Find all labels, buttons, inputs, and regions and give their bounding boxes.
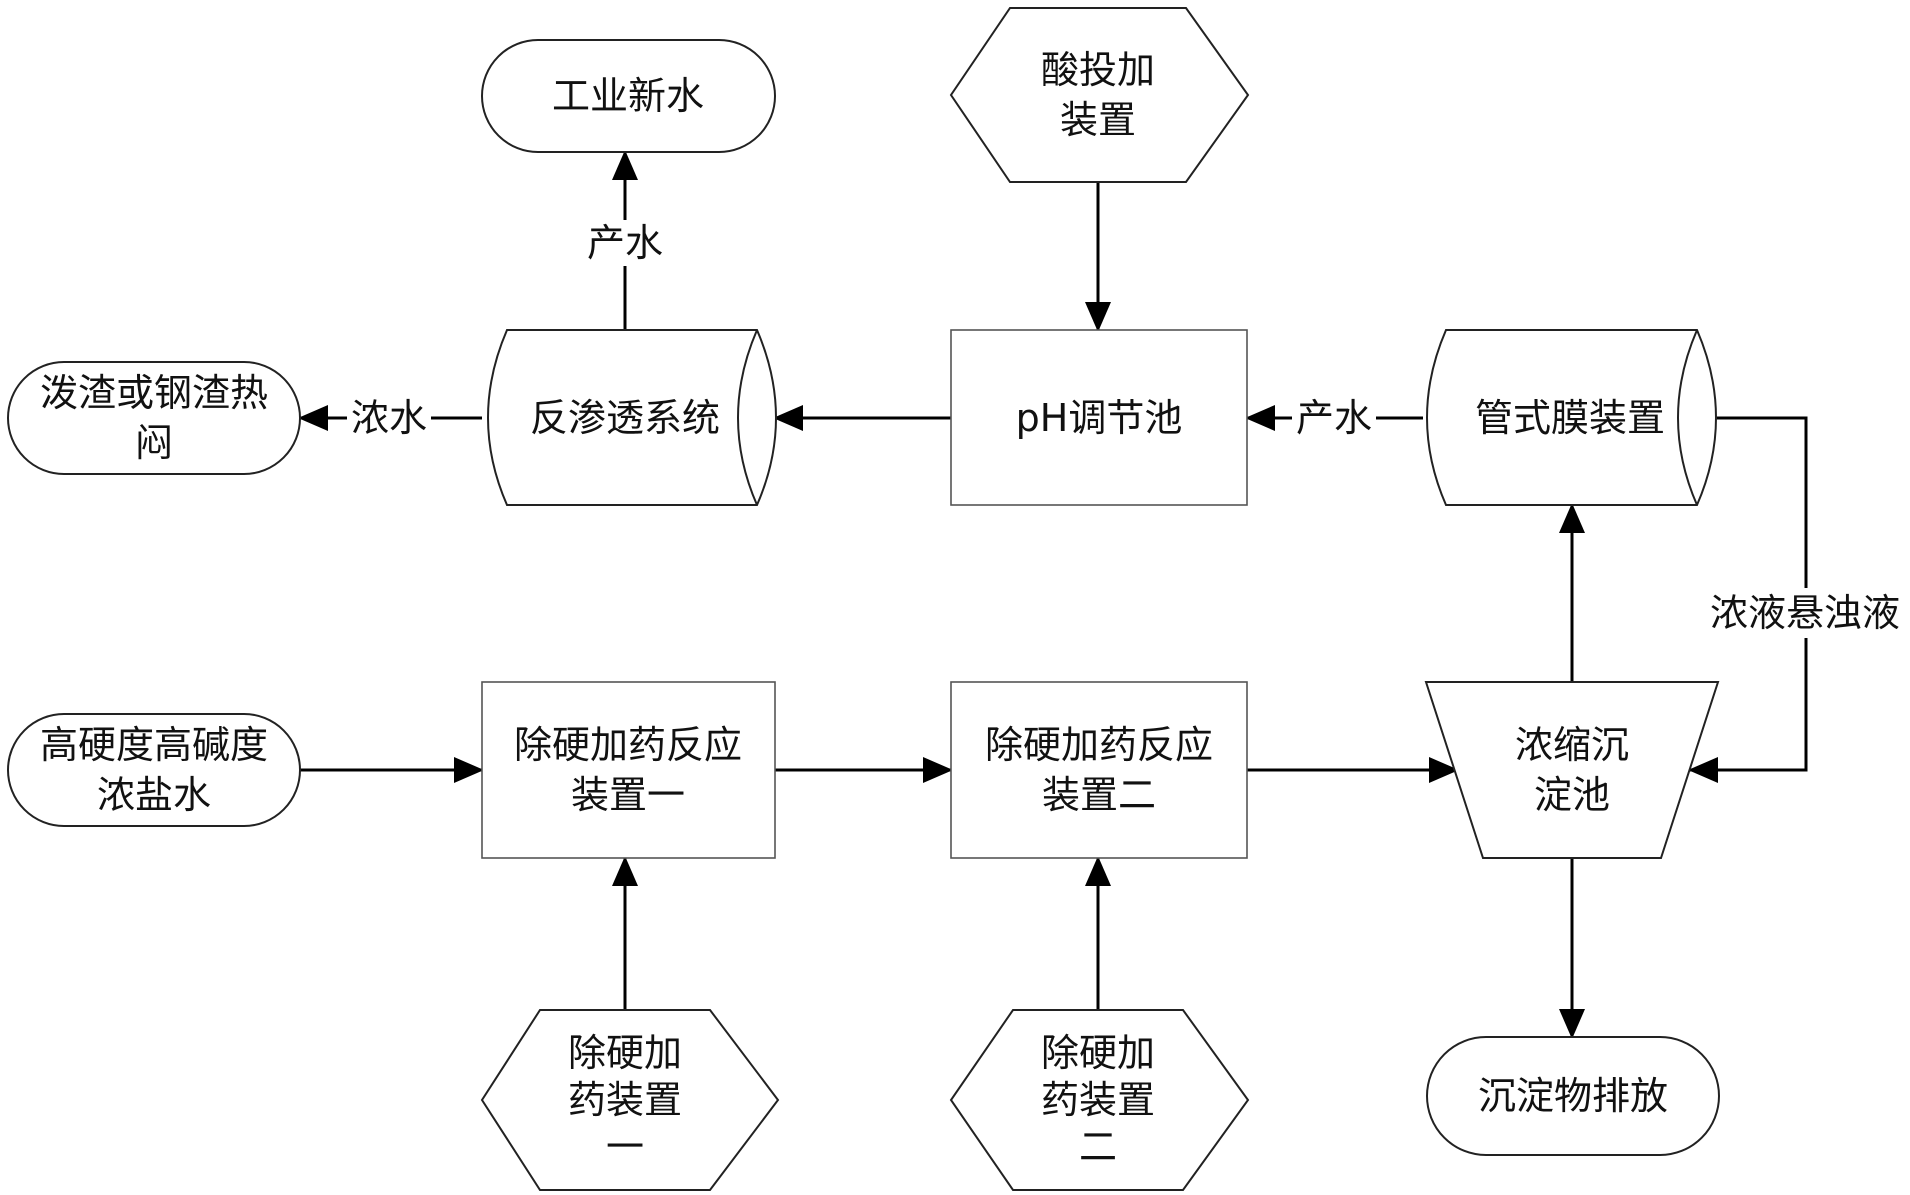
raw-brine-line-1: 高硬度高碱度 <box>40 723 268 767</box>
doser-1-node: 除硬加药装置一 <box>480 1009 780 1191</box>
reactor-1-line-2: 装置一 <box>571 773 685 817</box>
ro-product-label-bg <box>584 220 666 266</box>
reactor-2-label: 除硬加药反应装置二 <box>985 723 1213 817</box>
ph-tank-node: pH调节池 <box>950 329 1248 506</box>
thickener-trapezoid <box>1424 681 1720 859</box>
reactor-1-label: 除硬加药反应装置一 <box>514 723 742 817</box>
slag-quench-node: 泼渣或钢渣热闷 <box>7 361 301 475</box>
doser-1-line-1: 除硬加 <box>568 1031 682 1075</box>
acid-dosing-hexagon <box>949 7 1250 183</box>
membrane-concentrate-label-bg <box>1704 588 1906 638</box>
industrial-water-node: 工业新水 <box>481 39 776 153</box>
slag-quench-line-2: 闷 <box>135 421 173 465</box>
sediment-discharge-line-1: 沉淀物排放 <box>1478 1074 1668 1118</box>
ro-concentrate-label: 浓水 <box>351 396 427 440</box>
membrane-product-label-bg <box>1292 395 1376 441</box>
reactor-2-node: 除硬加药反应装置二 <box>950 681 1248 859</box>
ro-system-label: 反渗透系统 <box>530 396 720 440</box>
slag-quench-terminator <box>7 361 301 475</box>
tubular-membrane-line-1: 管式膜装置 <box>1475 396 1665 440</box>
membrane-concentrate-label: 浓液悬浊液 <box>1710 591 1900 635</box>
ro-system-line-1: 反渗透系统 <box>530 396 720 440</box>
acid-dosing-node: 酸投加装置 <box>949 7 1250 183</box>
sediment-discharge-label: 沉淀物排放 <box>1478 1074 1668 1118</box>
connectors <box>298 150 1808 1039</box>
thickener-node: 浓缩沉淀池 <box>1424 681 1720 859</box>
reactor-2-box <box>950 681 1248 859</box>
doser-2-hexagon <box>949 1009 1250 1191</box>
ro-system-node: 反渗透系统 <box>487 329 777 506</box>
acid-dosing-line-1: 酸投加 <box>1041 48 1155 92</box>
acid-dosing-line-2: 装置 <box>1060 98 1136 142</box>
industrial-water-terminator <box>481 39 776 153</box>
raw-brine-node: 高硬度高碱度浓盐水 <box>7 713 301 827</box>
doser-2-line-1: 除硬加 <box>1041 1031 1155 1075</box>
doser-1-label: 除硬加药装置一 <box>568 1031 682 1169</box>
ph-tank-line-1: pH调节池 <box>1016 396 1183 440</box>
ro-system-drum-end <box>737 329 758 506</box>
reactor-2-line-1: 除硬加药反应 <box>985 723 1213 767</box>
thickener-line-1: 浓缩沉 <box>1515 723 1629 767</box>
reactor-1-box <box>481 681 776 859</box>
ro-product-label: 产水 <box>587 221 663 265</box>
membrane-product-label: 产水 <box>1296 396 1372 440</box>
doser-2-line-2: 药装置 <box>1041 1078 1155 1122</box>
doser-1-line-2: 药装置 <box>568 1078 682 1122</box>
slag-quench-line-1: 泼渣或钢渣热 <box>40 371 268 415</box>
acid-dosing-label: 酸投加装置 <box>1041 48 1155 142</box>
raw-brine-line-2: 浓盐水 <box>97 773 211 817</box>
reactor-1-line-1: 除硬加药反应 <box>514 723 742 767</box>
thickener-line-2: 淀池 <box>1534 773 1610 817</box>
industrial-water-line-1: 工业新水 <box>552 74 704 118</box>
ro-concentrate-label-bg <box>347 395 431 441</box>
raw-brine-terminator <box>7 713 301 827</box>
sediment-discharge-terminator <box>1426 1036 1720 1156</box>
edge-labels: 产水 浓水 产水 浓液悬浊液 <box>347 220 1906 638</box>
reactor-2-line-2: 装置二 <box>1042 773 1156 817</box>
slag-quench-label: 泼渣或钢渣热闷 <box>40 371 268 465</box>
tubular-membrane-drum-end <box>1677 329 1698 506</box>
industrial-water-label: 工业新水 <box>552 74 704 118</box>
reactor-1-node: 除硬加药反应装置一 <box>481 681 776 859</box>
tubular-membrane-node: 管式膜装置 <box>1426 329 1717 506</box>
tubular-membrane-label: 管式膜装置 <box>1475 396 1665 440</box>
raw-brine-label: 高硬度高碱度浓盐水 <box>40 723 268 817</box>
ph-tank-label: pH调节池 <box>1016 396 1183 440</box>
doser-2-line-3: 二 <box>1079 1125 1117 1169</box>
doser-2-label: 除硬加药装置二 <box>1041 1031 1155 1169</box>
sediment-discharge-node: 沉淀物排放 <box>1426 1036 1720 1156</box>
doser-2-node: 除硬加药装置二 <box>949 1009 1250 1191</box>
doser-1-hexagon <box>480 1009 780 1191</box>
doser-1-line-3: 一 <box>606 1125 644 1169</box>
thickener-label: 浓缩沉淀池 <box>1515 723 1629 817</box>
ph-tank-box <box>950 329 1248 506</box>
